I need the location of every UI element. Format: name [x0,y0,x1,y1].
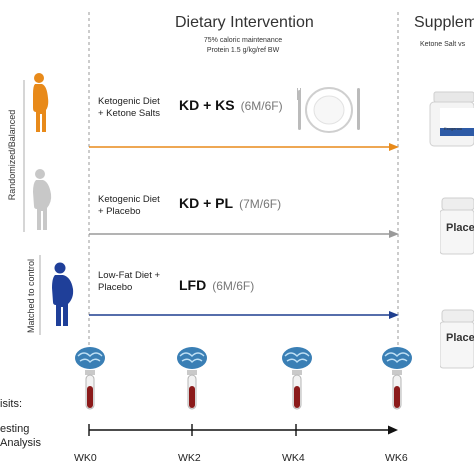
group1-code: KD + KS (6M/6F) [179,97,283,113]
wk4-label: WK4 [282,452,305,464]
wk6-brain-tube-icon [382,347,412,410]
group2-arrow [89,230,399,238]
group1-counts: (6M/6F) [240,99,283,113]
group2-diet-line2: + Placebo [98,206,141,217]
group3-diet-label: Low-Fat Diet + Placebo [98,270,160,294]
ketone-salt-jar-icon [429,91,474,147]
group3-code: LFD (6M/6F) [179,277,254,293]
group1-diet-line2: + Ketone Salts [98,108,161,119]
group2-diet-line1: Ketogenic Diet [98,194,160,205]
group3-counts: (6M/6F) [212,279,255,293]
testing-label: esting [0,423,30,435]
visits-label: isits: [0,398,22,410]
wk0-brain-tube-icon [75,347,105,410]
ketone-jar-label: Exogenou [444,126,463,131]
person-blue-icon [52,262,74,326]
group2-diet-label: Ketogenic Diet + Placebo [98,194,160,218]
matched-label: Matched to control [26,258,36,334]
subtitle-line-2: Protein 1.5 g/kg/ref BW [206,47,280,54]
dinner-plate-icon [297,87,360,133]
timeline-axis [88,424,398,436]
group1-code-text: KD + KS [179,97,235,113]
group3-arrow [89,311,399,319]
randomized-label: Randomized/Balanced [7,109,17,201]
wk2-brain-tube-icon [177,347,207,410]
analysis-label: Analysis [0,437,41,449]
subtitle-line-1: 75% caloric maintenance [203,37,283,44]
wk6-label: WK6 [385,452,408,464]
person-orange-icon [33,73,49,132]
group2-counts: (7M/6F) [239,197,282,211]
wk2-label: WK2 [178,452,201,464]
group2-code-text: KD + PL [179,195,234,211]
group1-diet-line1: Ketogenic Diet [98,96,160,107]
placebo-jar-2-label: Placebo [446,332,474,344]
group3-diet-line2: Placebo [98,282,133,293]
person-gray-icon [33,169,52,230]
group1-diet-label: Ketogenic Diet + Ketone Salts [98,96,160,120]
supplement-title: Supplem [414,14,474,31]
group3-code-text: LFD [179,277,207,293]
intervention-title: Dietary Intervention [175,14,314,31]
wk4-brain-tube-icon [282,347,312,410]
supplement-subtitle: Ketone Salt vs [420,41,466,48]
wk0-label: WK0 [74,452,97,464]
group2-code: KD + PL (7M/6F) [179,195,281,211]
placebo-jar-1-label: Placebo [446,222,474,234]
group3-diet-line1: Low-Fat Diet + [98,270,161,281]
placebo-jar-1-icon [440,197,474,255]
group1-arrow [89,143,399,151]
intervention-subtitle: 75% caloric maintenance Protein 1.5 g/kg… [168,36,318,56]
placebo-jar-2-icon [440,309,474,369]
